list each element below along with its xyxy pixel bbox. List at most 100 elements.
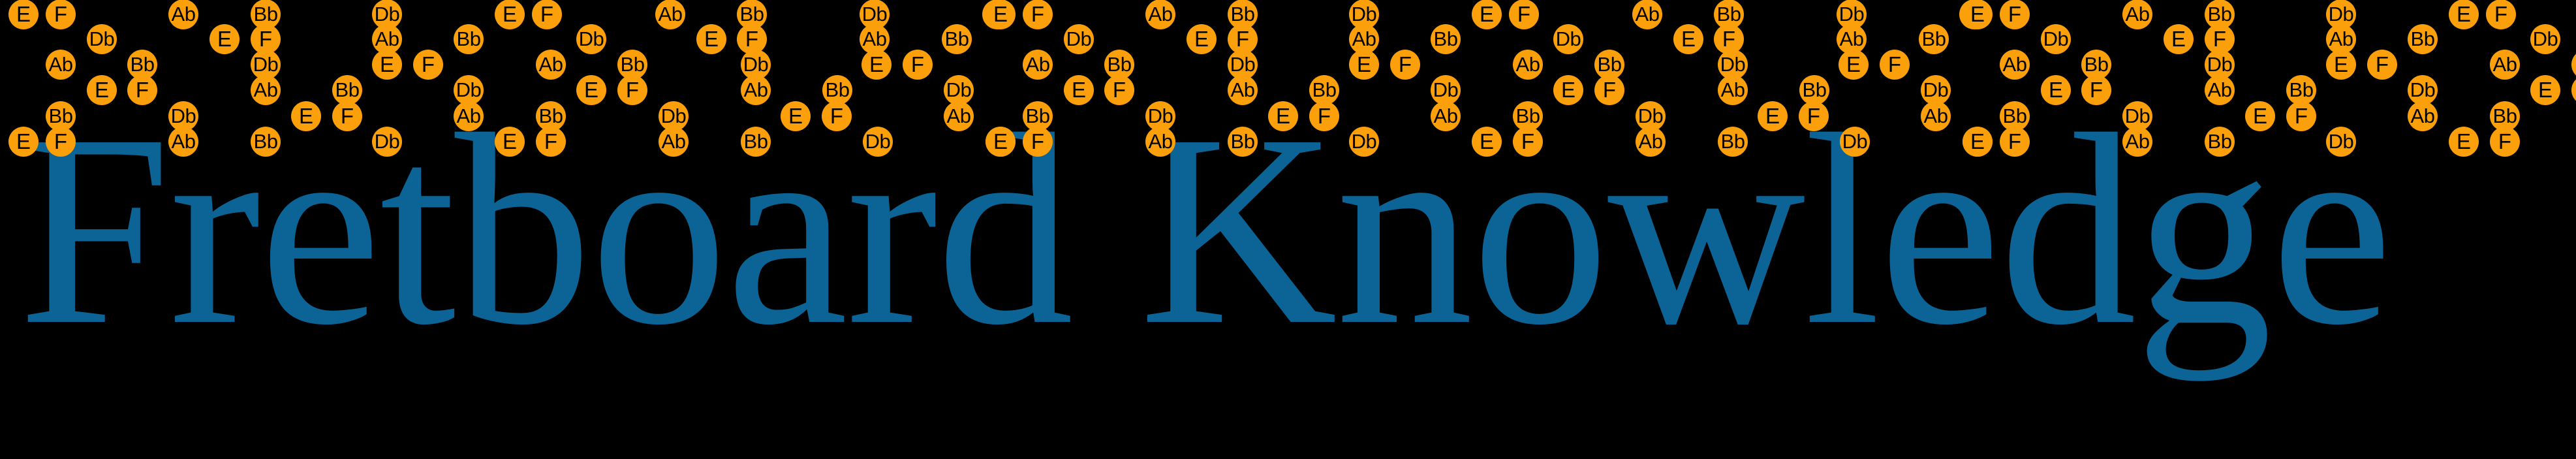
note-marker-f[interactable]: F (822, 101, 852, 131)
note-marker-bb[interactable]: Bb (1799, 75, 1829, 105)
note-marker-bb[interactable]: Bb (127, 50, 157, 80)
note-marker-ab[interactable]: Ab (659, 127, 689, 157)
note-marker-bb[interactable]: Bb (1513, 101, 1543, 131)
note-marker-e[interactable]: E (1963, 127, 1993, 157)
note-marker-db[interactable]: Db (863, 127, 893, 157)
note-marker-bb[interactable]: Bb (2286, 75, 2316, 105)
note-marker-ab[interactable]: Ab (2408, 101, 2438, 131)
note-marker-db[interactable]: Db (1718, 50, 1748, 80)
note-marker-ab[interactable]: Ab (2122, 127, 2152, 157)
note-marker-bb[interactable]: Bb (1718, 127, 1748, 157)
note-marker-e[interactable]: E (1187, 24, 1217, 54)
note-marker-e[interactable]: E (2041, 75, 2071, 105)
note-marker-e[interactable]: E (2164, 24, 2194, 54)
note-marker-bb[interactable]: Bb (2571, 50, 2576, 80)
note-marker-f[interactable]: F (332, 101, 362, 131)
note-marker-e[interactable]: E (209, 24, 240, 54)
note-marker-bb[interactable]: Bb (1431, 24, 1461, 54)
note-marker-f[interactable]: F (2486, 0, 2516, 29)
note-marker-f[interactable]: F (1714, 24, 1744, 54)
note-marker-ab[interactable]: Ab (251, 75, 281, 105)
note-marker-ab[interactable]: Ab (1837, 24, 1867, 54)
note-marker-f[interactable]: F (1880, 50, 1910, 80)
note-marker-bb[interactable]: Bb (822, 75, 852, 105)
note-marker-f[interactable]: F (1104, 75, 1134, 105)
note-marker-db[interactable]: Db (1431, 75, 1461, 105)
note-marker-e[interactable]: E (1472, 0, 1502, 29)
note-marker-e[interactable]: E (2326, 50, 2356, 80)
note-marker-ab[interactable]: Ab (1023, 50, 1053, 80)
note-marker-e[interactable]: E (495, 127, 525, 157)
note-marker-f[interactable]: F (617, 75, 647, 105)
note-marker-db[interactable]: Db (372, 127, 402, 157)
note-marker-db[interactable]: Db (944, 75, 974, 105)
note-marker-db[interactable]: Db (2408, 75, 2438, 105)
note-marker-f[interactable]: F (536, 127, 566, 157)
note-marker-db[interactable]: Db (2122, 101, 2152, 131)
note-marker-f[interactable]: F (1594, 75, 1624, 105)
note-marker-bb[interactable]: Bb (1104, 50, 1134, 80)
note-marker-bb[interactable]: Bb (454, 24, 484, 54)
note-marker-ab[interactable]: Ab (2490, 50, 2520, 80)
note-marker-f[interactable]: F (903, 50, 933, 80)
note-marker-db[interactable]: Db (659, 101, 689, 131)
note-marker-db[interactable]: Db (1145, 101, 1175, 131)
note-marker-db[interactable]: Db (1921, 75, 1951, 105)
note-marker-ab[interactable]: Ab (454, 101, 484, 131)
note-marker-e[interactable]: E (2245, 101, 2275, 131)
note-marker-bb[interactable]: Bb (1228, 127, 1258, 157)
note-marker-db[interactable]: Db (576, 24, 606, 54)
note-marker-db[interactable]: Db (1636, 101, 1666, 131)
note-marker-e[interactable]: E (1064, 75, 1094, 105)
note-marker-f[interactable]: F (2000, 0, 2030, 29)
note-marker-db[interactable]: Db (1228, 50, 1258, 80)
note-marker-f[interactable]: F (1390, 50, 1420, 80)
note-marker-bb[interactable]: Bb (46, 101, 76, 131)
note-marker-db[interactable]: Db (1064, 24, 1094, 54)
note-marker-e[interactable]: E (1758, 101, 1788, 131)
note-marker-db[interactable]: Db (741, 50, 771, 80)
note-marker-ab[interactable]: Ab (2326, 24, 2356, 54)
note-marker-db[interactable]: Db (1840, 127, 1870, 157)
note-marker-bb[interactable]: Bb (1919, 24, 1949, 54)
note-marker-db[interactable]: Db (2530, 24, 2560, 54)
note-marker-f[interactable]: F (1509, 0, 1539, 29)
note-marker-bb[interactable]: Bb (2408, 24, 2438, 54)
note-marker-e[interactable]: E (2449, 0, 2479, 29)
note-marker-ab[interactable]: Ab (1145, 127, 1175, 157)
note-marker-e[interactable]: E (576, 75, 606, 105)
note-marker-e[interactable]: E (372, 50, 402, 80)
note-marker-db[interactable]: Db (2041, 24, 2071, 54)
note-marker-ab[interactable]: Ab (2205, 75, 2235, 105)
note-marker-e[interactable]: E (87, 75, 117, 105)
note-marker-bb[interactable]: Bb (2490, 101, 2520, 131)
note-marker-ab[interactable]: Ab (46, 50, 76, 80)
note-marker-e[interactable]: E (1472, 127, 1502, 157)
note-marker-f[interactable]: F (1513, 127, 1543, 157)
note-marker-f[interactable]: F (1023, 127, 1053, 157)
note-marker-ab[interactable]: Ab (2000, 50, 2030, 80)
note-marker-f[interactable]: F (46, 0, 76, 29)
note-marker-e[interactable]: E (495, 0, 525, 29)
note-marker-bb[interactable]: Bb (536, 101, 566, 131)
note-marker-f[interactable]: F (2490, 127, 2520, 157)
note-marker-bb[interactable]: Bb (1714, 0, 1744, 29)
note-marker-f[interactable]: F (127, 75, 157, 105)
note-marker-f[interactable]: F (251, 24, 281, 54)
note-marker-f[interactable]: F (1799, 101, 1829, 131)
note-marker-e[interactable]: E (1553, 75, 1583, 105)
note-marker-f[interactable]: F (2205, 24, 2235, 54)
note-marker-e[interactable]: E (781, 101, 811, 131)
note-marker-db[interactable]: Db (87, 24, 117, 54)
note-marker-db[interactable]: Db (251, 50, 281, 80)
note-marker-ab[interactable]: Ab (536, 50, 566, 80)
note-marker-ab[interactable]: Ab (655, 0, 685, 29)
note-marker-e[interactable]: E (985, 0, 1016, 29)
note-marker-ab[interactable]: Ab (1718, 75, 1748, 105)
note-marker-f[interactable]: F (532, 0, 562, 29)
note-marker-ab[interactable]: Ab (168, 127, 198, 157)
note-marker-f[interactable]: F (2081, 75, 2111, 105)
note-marker-db[interactable]: Db (2205, 50, 2235, 80)
note-marker-e[interactable]: E (2530, 75, 2560, 105)
note-marker-f[interactable]: F (737, 24, 767, 54)
